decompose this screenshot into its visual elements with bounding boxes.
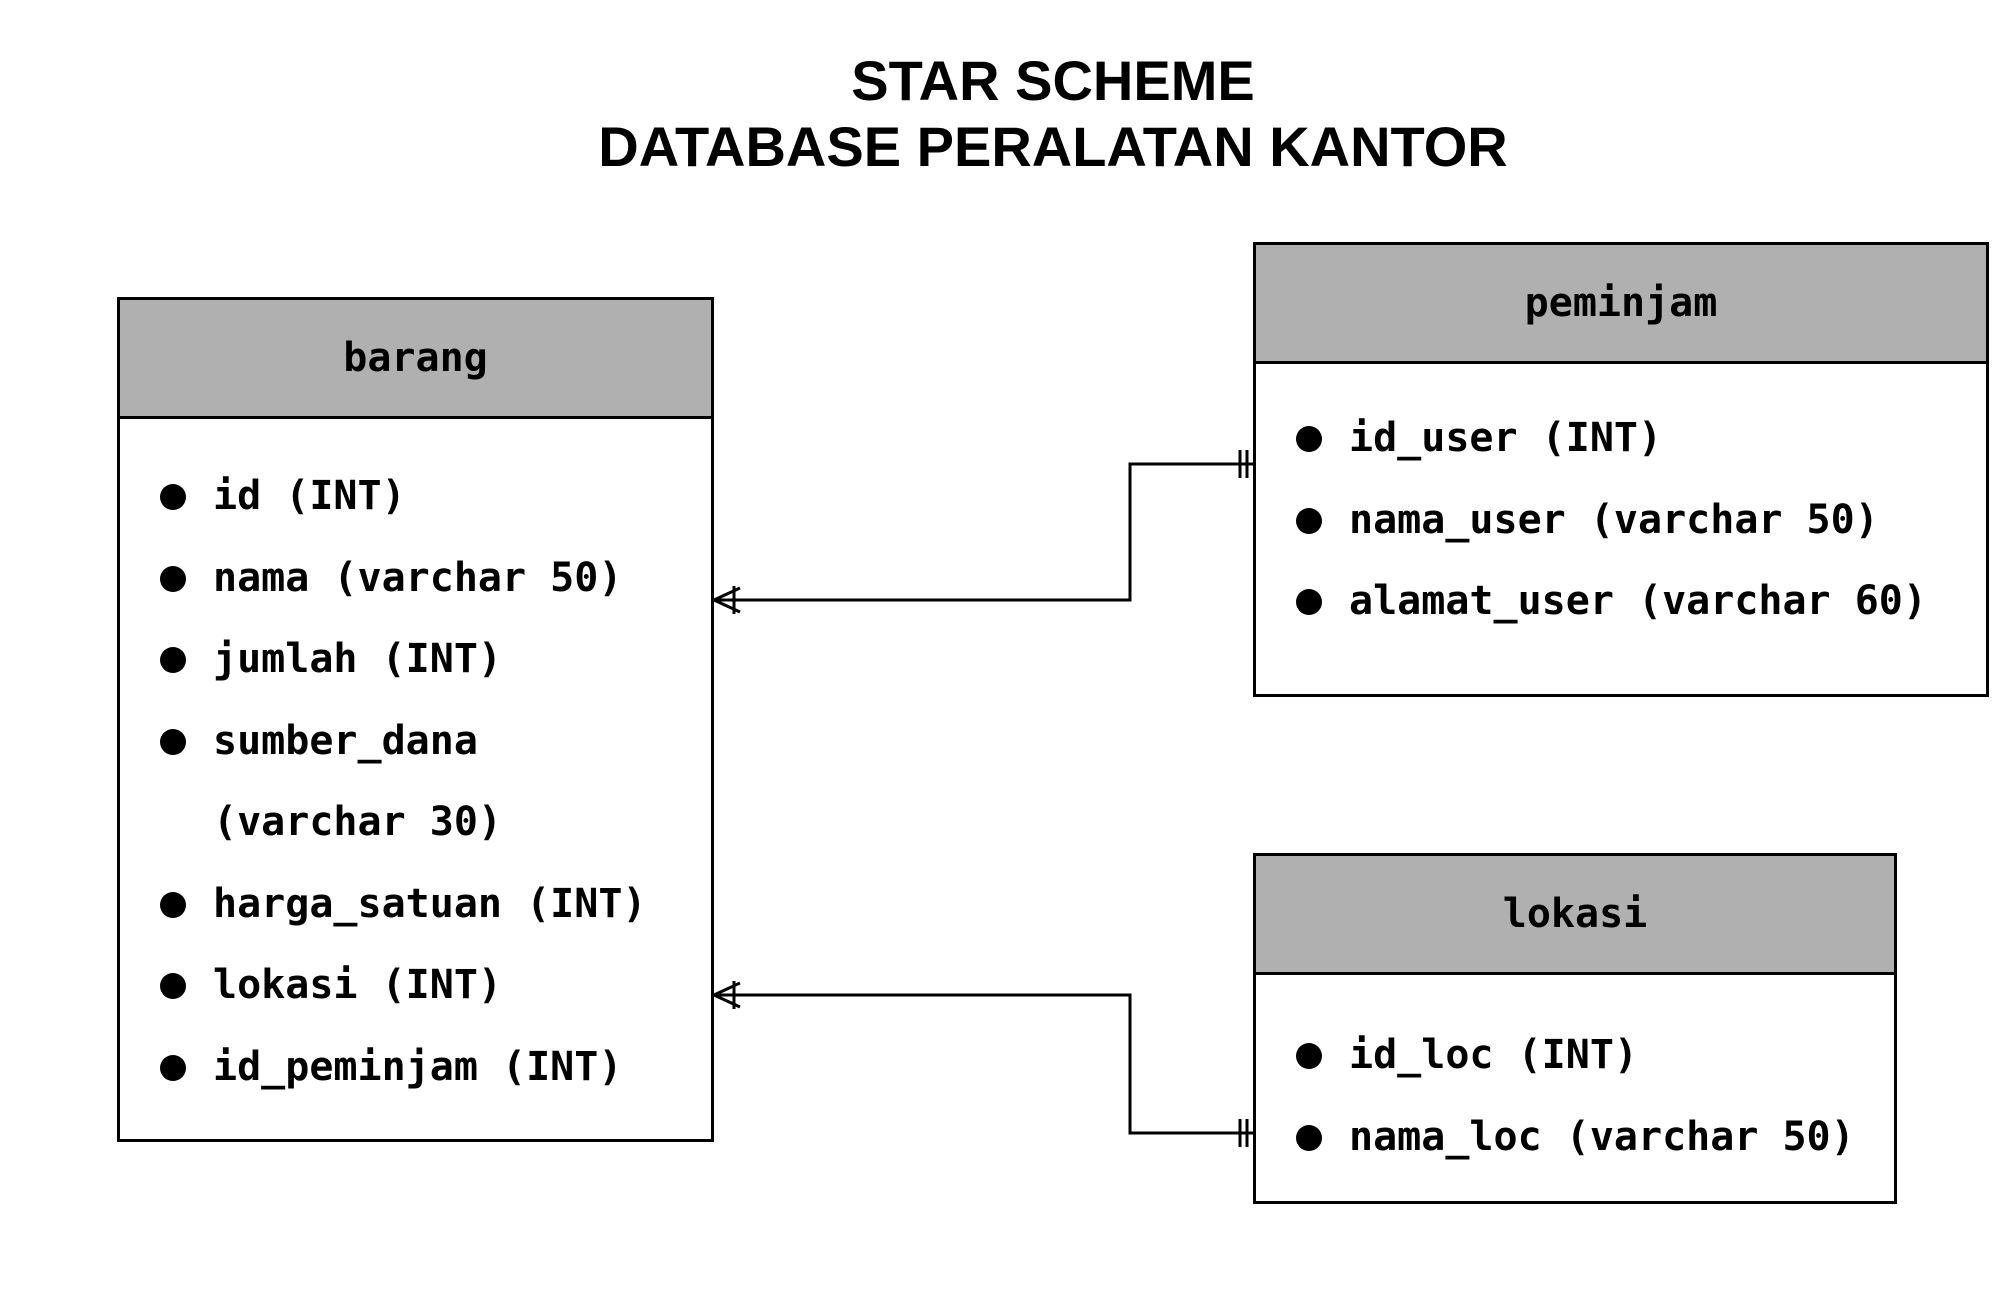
bullet-icon [160,891,186,918]
entity-barang-header: barang [120,300,711,419]
attribute-item: sumber_dana (varchar 30) [120,701,693,864]
title-line-1: STAR SCHEME [851,49,1255,112]
attribute-text: id_loc (INT) [1349,1032,1638,1078]
bullet-icon [1296,589,1322,615]
attribute-item: id_loc (INT) [1256,1015,1894,1097]
entity-lokasi-header: lokasi [1256,856,1894,975]
diagram-title: STAR SCHEME DATABASE PERALATAN KANTOR [0,48,2002,180]
attribute-item: nama_loc (varchar 50) [1256,1097,1894,1179]
bullet-icon [1296,1043,1322,1069]
attribute-item: harga_satuan (INT) [120,864,693,946]
bullet-icon [160,565,186,592]
attribute-text: nama_user (varchar 50) [1349,496,1879,543]
attribute-text: lokasi (INT) [213,962,502,1008]
attribute-item: id (INT) [120,456,693,538]
relationship-barang-peminjam [714,462,1253,602]
one-mandatory-icon [1238,1119,1249,1147]
attribute-item: alamat_user (varchar 60) [1256,561,1986,643]
attribute-text: alamat_user (varchar 60) [1349,578,1927,624]
entity-peminjam-attributes: id_user (INT) nama_user (varchar 50) ala… [1256,364,1986,643]
bullet-icon [1296,507,1322,534]
attribute-text: id_user (INT) [1349,415,1663,461]
attribute-item: nama_user (varchar 50) [1256,480,1986,562]
entity-lokasi-attributes: id_loc (INT) nama_loc (varchar 50) [1256,975,1894,1178]
attribute-text: jumlah (INT) [213,636,502,682]
title-line-2: DATABASE PERALATAN KANTOR [598,115,1508,178]
relationship-barang-lokasi [714,993,1253,1135]
entity-barang: barang id (INT) nama (varchar 50) jumlah… [117,297,714,1142]
bullet-icon [1296,1124,1322,1151]
attribute-text: id (INT) [213,473,406,519]
bullet-icon [160,973,186,999]
entity-barang-attributes: id (INT) nama (varchar 50) jumlah (INT) … [120,419,711,1108]
one-mandatory-icon [1238,450,1249,478]
attribute-item: id_peminjam (INT) [120,1027,693,1109]
bullet-icon [160,728,186,755]
attribute-text: sumber_dana (varchar 30) [213,717,502,846]
bullet-icon [160,484,186,510]
attribute-text: nama (varchar 50) [213,554,623,601]
crowfoot-many-icon [713,981,741,1009]
attribute-text: nama_loc (varchar 50) [1349,1113,1855,1160]
attribute-item: jumlah (INT) [120,619,693,701]
bullet-icon [1296,426,1322,452]
entity-lokasi: lokasi id_loc (INT) nama_loc (varchar 50… [1253,853,1897,1204]
attribute-item: nama (varchar 50) [120,538,693,620]
attribute-text: id_peminjam (INT) [213,1043,623,1090]
attribute-item: lokasi (INT) [120,945,693,1027]
bullet-icon [160,1054,186,1081]
bullet-icon [160,647,186,673]
entity-peminjam-header: peminjam [1256,245,1986,364]
attribute-text: harga_satuan (INT) [213,880,647,927]
attribute-item: id_user (INT) [1256,398,1986,480]
crowfoot-many-icon [713,586,741,614]
entity-peminjam: peminjam id_user (INT) nama_user (varcha… [1253,242,1989,697]
